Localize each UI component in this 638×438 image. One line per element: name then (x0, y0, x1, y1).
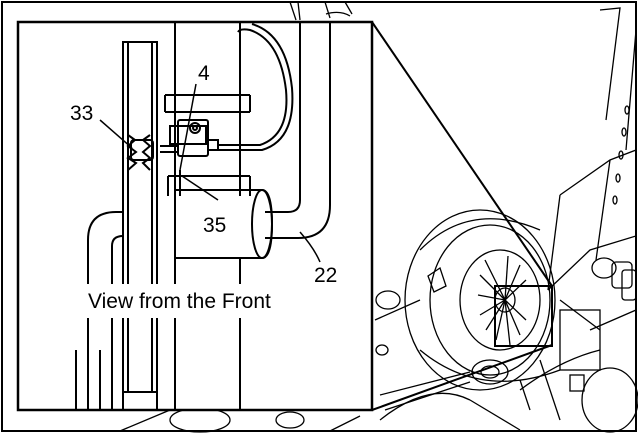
callout-22: 22 (314, 264, 337, 287)
upright-rail (122, 41, 158, 393)
detail-source-box (494, 285, 553, 347)
sensor-wire (218, 28, 288, 146)
reed-switch-4 (177, 119, 209, 157)
tube-22 (265, 22, 301, 213)
callout-35: 35 (203, 214, 226, 237)
leader-lines (99, 83, 321, 263)
zoom-connector-lines (371, 21, 553, 411)
detail-inset: 4 33 35 22 View from the Front (16, 20, 374, 412)
callout-4: 4 (198, 62, 210, 85)
caption-view-from-front: View from the Front (88, 290, 271, 313)
callout-33: 33 (70, 102, 93, 125)
detail-inset-frame (16, 20, 374, 412)
machine-background (119, 1, 638, 433)
